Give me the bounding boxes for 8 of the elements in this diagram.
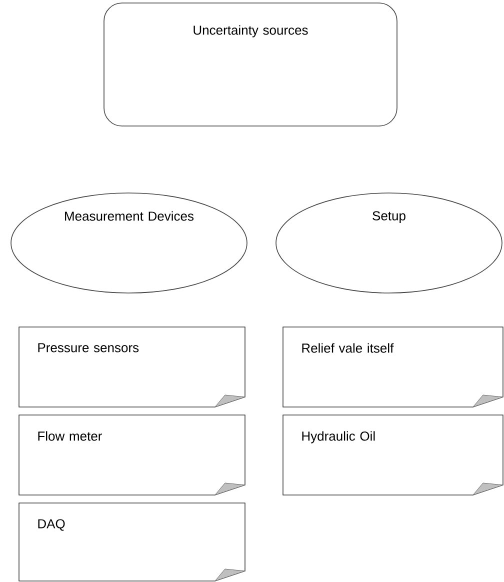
rounded-box: Uncertainty sources — [104, 2, 398, 126]
note-box: Relief vale itself — [282, 326, 504, 408]
note-box: Flow meter — [18, 414, 246, 496]
note-box: Hydraulic Oil — [282, 414, 504, 496]
note-box: DAQ — [18, 502, 246, 582]
note-box: Pressure sensors — [18, 326, 246, 408]
ellipse-node: Measurement Devices — [10, 192, 248, 294]
ellipse-node: Setup — [276, 192, 502, 294]
